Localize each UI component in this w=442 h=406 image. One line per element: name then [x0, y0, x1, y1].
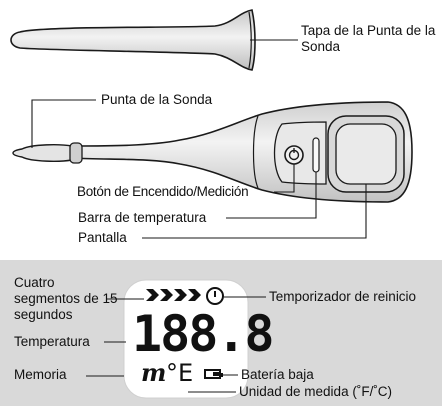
- label-unit-of-measure: Unidad de medida (˚F/˚C): [239, 384, 393, 399]
- label-probe-tip: Punta de la Sonda: [101, 92, 213, 107]
- label-reset-timer: Temporizador de reinicio: [269, 289, 417, 304]
- label-memory: Memoria: [14, 367, 67, 382]
- label-power-button: Botón de Encendido/Medición: [77, 184, 249, 199]
- lcd-screen: [123, 279, 249, 399]
- label-probe-tip-cap: Tapa de la Punta de la Sonda: [301, 23, 436, 54]
- lcd-digits: 188.8: [132, 305, 275, 363]
- upper-leader-lines: [31, 39, 367, 239]
- clock-icon: [206, 287, 224, 305]
- label-four-segments: Cuatro segmentos de 15 segundos: [14, 275, 118, 322]
- segment-chevrons: [146, 289, 201, 301]
- label-screen: Pantalla: [78, 230, 127, 245]
- label-temperature: Temperatura: [14, 334, 90, 349]
- probe-tip-cap: [10, 9, 256, 71]
- memory-glyph: m: [141, 358, 167, 387]
- label-temperature-bar: Barra de temperatura: [78, 210, 207, 225]
- label-low-battery: Batería baja: [241, 367, 314, 382]
- thermometer-body: [12, 101, 413, 203]
- unit-glyph: °E: [166, 359, 194, 387]
- low-battery-icon: [204, 369, 223, 379]
